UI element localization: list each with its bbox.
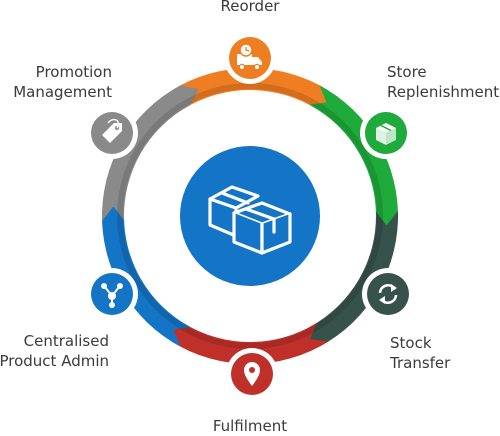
label-reorder: Reorder (220, 0, 280, 15)
marker-stock (362, 268, 414, 320)
marker-reorder (224, 32, 276, 84)
ring-segments (102, 68, 399, 364)
label-centralised-product-admin: Centralised Product Admin (0, 332, 109, 370)
price-tag-icon (102, 118, 122, 143)
stage-markers (86, 32, 414, 400)
network-hub-icon (101, 283, 123, 308)
ring-segment-reorder (171, 68, 335, 110)
ring-segment-store (309, 85, 398, 236)
marker-promotion (86, 107, 138, 159)
label-promotion-management: Promotion Management (13, 63, 112, 101)
boxes-icon (208, 185, 292, 255)
label-fulfilment: Fulfilment (212, 417, 288, 435)
map-pin-icon (244, 362, 260, 386)
label-store-replenishment: Store Replenishment (387, 63, 500, 101)
label-stock-transfer: Stock Transfer (390, 334, 451, 372)
ring-segment-promotion (102, 85, 199, 222)
marker-fill (367, 273, 409, 315)
center-hub (180, 146, 320, 286)
box-icon (376, 123, 396, 145)
ring-inner-shade (117, 83, 383, 349)
truck-clock-icon (237, 43, 262, 71)
marker-product (86, 268, 138, 320)
marker-store (360, 107, 412, 159)
ring-segment-stock (301, 210, 399, 347)
ring-segment-fulfilment (165, 322, 329, 364)
ring-segment-product (102, 196, 191, 347)
transfer-arrows-icon (378, 284, 398, 304)
marker-fulfilment (226, 348, 278, 400)
